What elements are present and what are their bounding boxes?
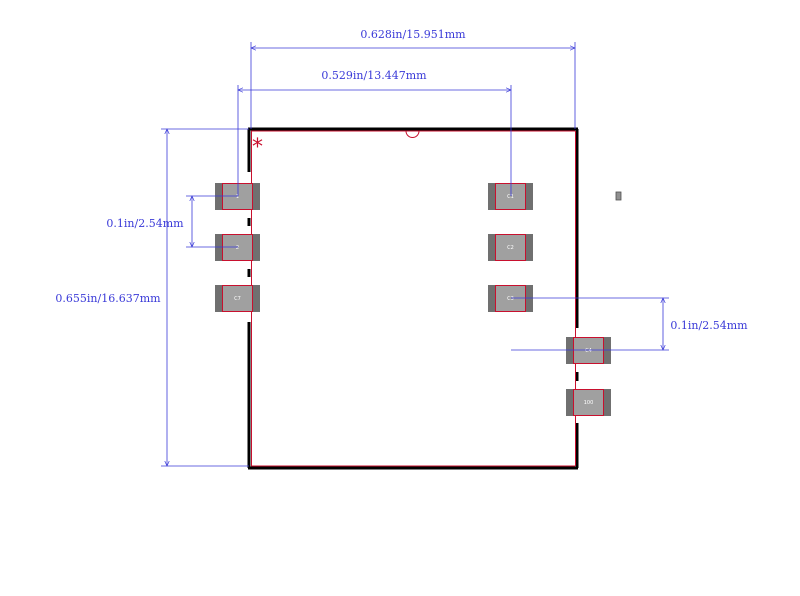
svg-text:C3: C3 <box>507 296 514 302</box>
dimension-label: 0.1in/2.54mm <box>106 217 184 230</box>
svg-text:1: 1 <box>236 194 239 200</box>
dimension-width-pads: 0.529in/13.447mm <box>238 69 511 196</box>
pad: C7 <box>215 285 260 312</box>
dimension-width-overall: 0.628in/15.951mm <box>251 28 575 129</box>
component-outline <box>247 127 579 470</box>
svg-text:2: 2 <box>236 245 239 251</box>
dimension-label: 0.1in/2.54mm <box>670 319 748 332</box>
pad: 1 <box>215 183 260 210</box>
pad: C2 <box>488 234 533 261</box>
pad: 100 <box>566 389 611 416</box>
pad: C1 <box>488 183 533 210</box>
pad: 2 <box>215 234 260 261</box>
fiducial-mark <box>615 191 622 201</box>
svg-text:100: 100 <box>584 400 594 406</box>
svg-text:C2: C2 <box>507 245 514 251</box>
svg-text:C4: C4 <box>585 348 592 354</box>
svg-text:C1: C1 <box>507 194 514 200</box>
dimension-pitch-right: 0.1in/2.54mm <box>511 298 748 350</box>
pad: C4 <box>566 337 611 364</box>
pad: C3 <box>488 285 533 312</box>
dimension-label: 0.655in/16.637mm <box>55 292 161 305</box>
svg-text:C7: C7 <box>234 296 241 302</box>
dimension-height-overall: 0.655in/16.637mm <box>55 129 249 466</box>
dimension-label: 0.628in/15.951mm <box>360 28 466 41</box>
dimension-label: 0.529in/13.447mm <box>321 69 427 82</box>
dimension-pitch-left: 0.1in/2.54mm <box>106 196 238 247</box>
pin1-notch <box>405 130 420 138</box>
pin1-marker: * <box>252 135 263 160</box>
